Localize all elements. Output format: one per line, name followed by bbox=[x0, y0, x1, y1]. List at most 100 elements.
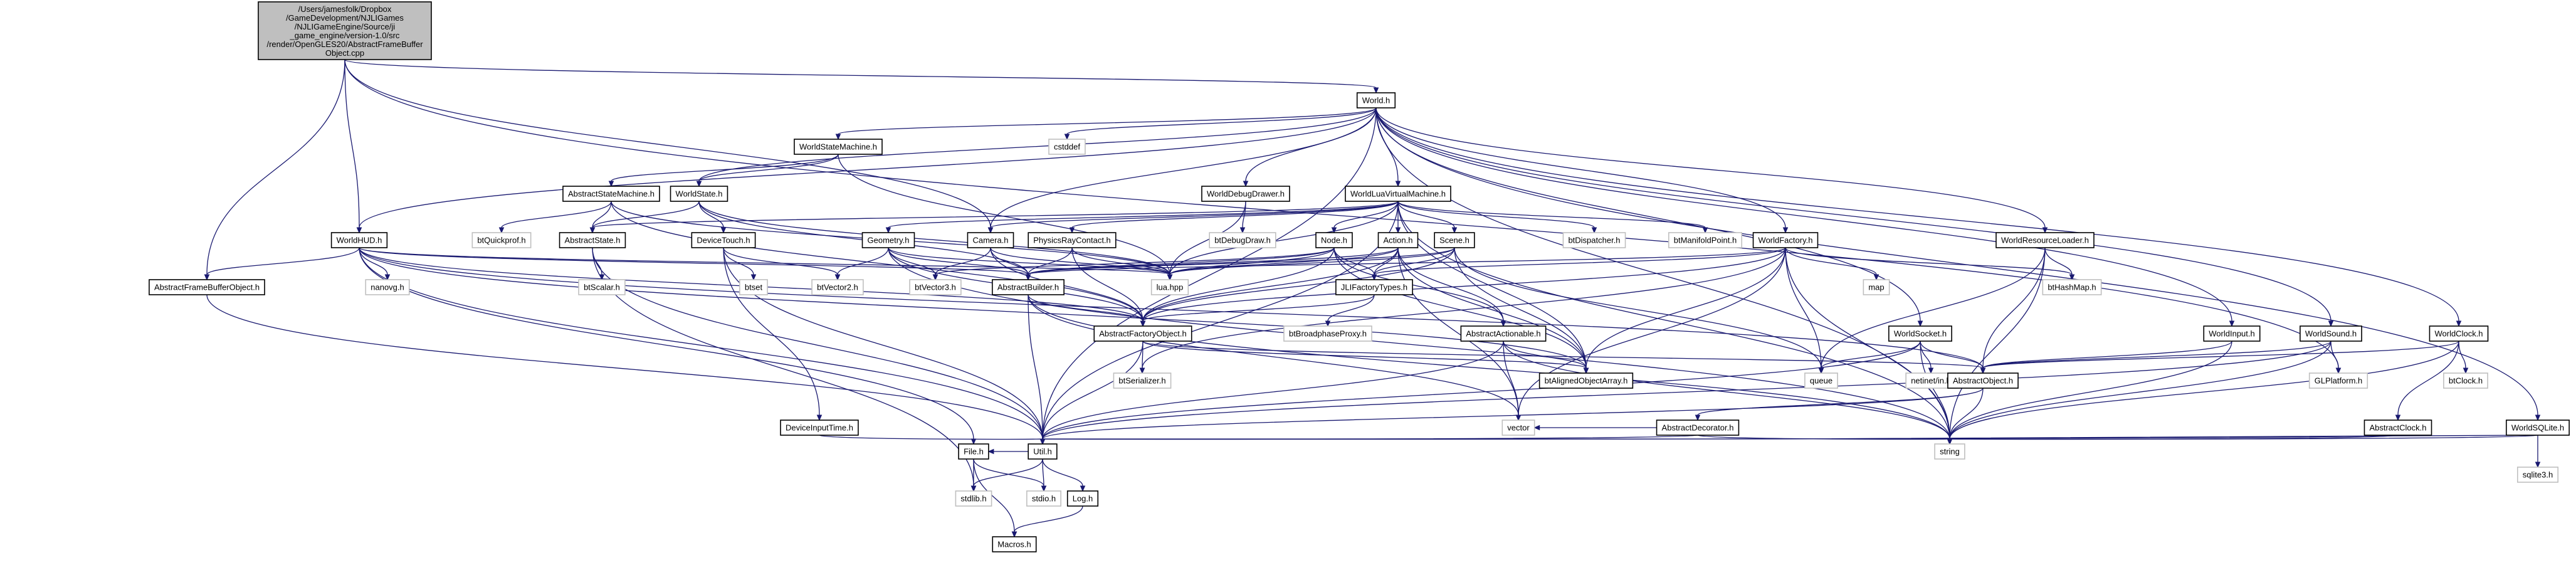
node-label: btSerializer.h bbox=[1118, 376, 1165, 386]
include-edge bbox=[1028, 294, 1043, 440]
node-label: Util.h bbox=[1033, 447, 1052, 457]
edge-arrowhead bbox=[1395, 227, 1401, 234]
node-deviceinputtime[interactable]: DeviceInputTime.h bbox=[780, 420, 859, 436]
edge-arrowhead bbox=[1139, 367, 1145, 374]
node-box bbox=[2042, 279, 2102, 295]
node-worldsqlite[interactable]: WorldSQLite.h bbox=[2506, 420, 2570, 436]
node-worldsocket[interactable]: WorldSocket.h bbox=[1888, 325, 1952, 342]
node-abstractbuilder[interactable]: AbstractBuilder.h bbox=[992, 279, 1065, 295]
edge-arrowhead bbox=[2335, 367, 2342, 374]
node-worldluavirtualmachine[interactable]: WorldLuaVirtualMachine.h bbox=[1345, 186, 1451, 202]
root-line: /NJLIGameEngine/Source/ji bbox=[295, 22, 396, 31]
node-file[interactable]: File.h bbox=[958, 443, 989, 460]
node-box bbox=[471, 232, 532, 248]
node-abstractframebufferobject[interactable]: AbstractFrameBufferObject.h bbox=[149, 279, 265, 295]
node-box bbox=[1752, 232, 1819, 248]
node-worldclock[interactable]: WorldClock.h bbox=[2429, 325, 2489, 342]
node-box bbox=[2506, 420, 2570, 436]
include-edge bbox=[1042, 458, 1083, 487]
node-label: btDispatcher.h bbox=[1568, 236, 1620, 245]
node-worldinput[interactable]: WorldInput.h bbox=[2203, 325, 2261, 342]
include-edge bbox=[1397, 247, 1519, 416]
node-box bbox=[909, 279, 962, 295]
node-abstractactionable[interactable]: AbstractActionable.h bbox=[1460, 325, 1547, 342]
node-glplatform: GLPlatform.h bbox=[2308, 372, 2368, 389]
include-edge bbox=[1375, 107, 2538, 416]
include-edge bbox=[819, 435, 1043, 440]
node-label: WorldLuaVirtualMachine.h bbox=[1350, 189, 1446, 199]
include-edge bbox=[1785, 247, 1877, 275]
node-geometry[interactable]: Geometry.h bbox=[861, 232, 915, 248]
node-node[interactable]: Node.h bbox=[1315, 232, 1353, 248]
edge-arrowhead bbox=[2535, 462, 2541, 468]
include-edge bbox=[723, 247, 820, 416]
node-sqlite3: sqlite3.h bbox=[2516, 467, 2559, 483]
include-edge bbox=[1397, 201, 1950, 440]
include-edge bbox=[1982, 340, 2332, 369]
node-abstractstate[interactable]: AbstractState.h bbox=[559, 232, 626, 248]
node-worldhud[interactable]: WorldHUD.h bbox=[330, 232, 388, 248]
node-box bbox=[1934, 443, 1965, 460]
node-physicsraycontact[interactable]: PhysicsRayContact.h bbox=[1028, 232, 1117, 248]
node-box bbox=[1947, 372, 2019, 389]
edge-arrowhead bbox=[1515, 414, 1522, 421]
include-edge bbox=[1949, 340, 2332, 440]
node-label: string bbox=[1940, 447, 1960, 457]
node-box bbox=[1283, 325, 1372, 342]
include-edge bbox=[344, 59, 360, 228]
edge-arrowhead bbox=[720, 227, 727, 234]
edge-arrowhead bbox=[1583, 367, 1589, 374]
edge-arrowhead bbox=[2395, 414, 2401, 421]
node-box bbox=[1028, 232, 1117, 248]
node-box bbox=[2308, 372, 2368, 389]
include-edge bbox=[1397, 247, 1504, 322]
node-worldsound[interactable]: WorldSound.h bbox=[2300, 325, 2362, 342]
node-jlifactorytypes[interactable]: JLIFactoryTypes.h bbox=[1335, 279, 1413, 295]
node-btvector2: btVector2.h bbox=[811, 279, 864, 295]
node-worldstatemachine[interactable]: WorldStateMachine.h bbox=[794, 139, 883, 155]
node-abstractdecorator[interactable]: AbstractDecorator.h bbox=[1656, 420, 1740, 436]
node-box bbox=[1026, 490, 1061, 507]
include-edge bbox=[1375, 107, 2332, 322]
node-scene[interactable]: Scene.h bbox=[1434, 232, 1475, 248]
include-edge bbox=[359, 107, 1377, 228]
node-util[interactable]: Util.h bbox=[1028, 443, 1058, 460]
node-btscalar: btScalar.h bbox=[578, 279, 626, 295]
include-edge bbox=[1142, 247, 1399, 322]
edge-arrowhead bbox=[2042, 227, 2048, 234]
node-label: WorldHUD.h bbox=[337, 236, 382, 245]
include-edge bbox=[1982, 340, 2459, 369]
node-macros[interactable]: Macros.h bbox=[992, 536, 1037, 552]
node-box bbox=[1804, 372, 1838, 389]
edge-arrowhead bbox=[1695, 414, 1701, 421]
include-edge bbox=[1028, 294, 1519, 416]
node-worldfactory[interactable]: WorldFactory.h bbox=[1752, 232, 1819, 248]
node-log[interactable]: Log.h bbox=[1066, 490, 1099, 507]
edge-arrowhead bbox=[1011, 531, 1017, 538]
edge-arrowhead bbox=[816, 414, 823, 421]
include-edge bbox=[1071, 247, 1170, 275]
node-label: WorldStateMachine.h bbox=[799, 142, 877, 152]
include-edge bbox=[1518, 247, 1786, 416]
include-edge bbox=[359, 247, 1170, 275]
node-btdispatcher: btDispatcher.h bbox=[1562, 232, 1626, 248]
node-worldresourceloader[interactable]: WorldResourceLoader.h bbox=[1995, 232, 2095, 248]
include-edge bbox=[1142, 294, 1375, 322]
node-camera[interactable]: Camera.h bbox=[967, 232, 1014, 248]
node-abstractfactoryobject[interactable]: AbstractFactoryObject.h bbox=[1093, 325, 1192, 342]
node-worlddebugdrawer[interactable]: WorldDebugDrawer.h bbox=[1201, 186, 1290, 202]
node-abstractclock[interactable]: AbstractClock.h bbox=[2363, 420, 2432, 436]
node-btalignedobjectarray[interactable]: btAlignedObjectArray.h bbox=[1538, 372, 1634, 389]
node-cstddef: cstddef bbox=[1048, 139, 1086, 155]
node-world[interactable]: World.h bbox=[1356, 92, 1396, 108]
node-action[interactable]: Action.h bbox=[1377, 232, 1419, 248]
node-worldstate[interactable]: WorldState.h bbox=[670, 186, 728, 202]
root-file-node[interactable]: /Users/jamesfolk/Dropbox /GameDevelopmen… bbox=[258, 1, 432, 60]
include-edge bbox=[1454, 247, 1587, 369]
node-box bbox=[578, 279, 626, 295]
node-abstractstatemachine[interactable]: AbstractStateMachine.h bbox=[562, 186, 660, 202]
node-queue: queue bbox=[1804, 372, 1838, 389]
node-abstractobject[interactable]: AbstractObject.h bbox=[1947, 372, 2019, 389]
node-devicetouch[interactable]: DeviceTouch.h bbox=[691, 232, 756, 248]
include-edge bbox=[359, 247, 1587, 369]
